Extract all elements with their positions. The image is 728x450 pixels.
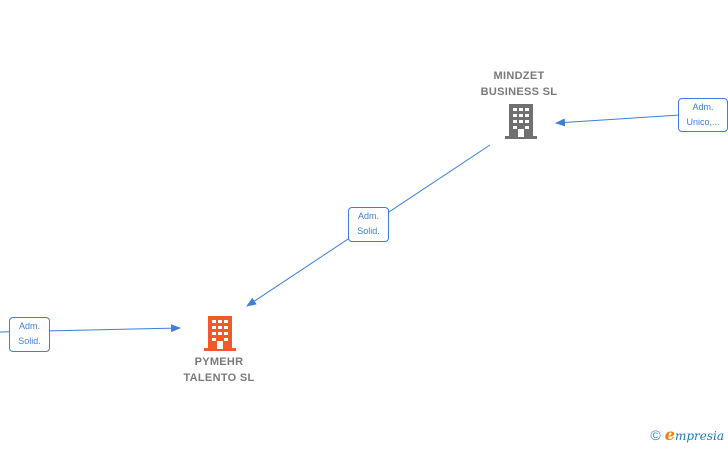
edge-label-left[interactable]: Adm. Solid. — [9, 317, 50, 352]
edge-label-line2: Unico,... — [686, 117, 720, 127]
building-icon[interactable] — [505, 104, 537, 140]
company-label-pymehr[interactable]: PYMEHR TALENTO SL — [160, 354, 278, 386]
company-name-line2: BUSINESS SL — [480, 86, 558, 98]
company-label-mindzet[interactable]: MINDZET BUSINESS SL — [460, 68, 578, 100]
brand-name: mpresia — [674, 429, 724, 443]
edge-label-line1: Adm. — [357, 211, 379, 221]
edge-label-line2: Solid. — [357, 226, 380, 236]
company-name-line1: PYMEHR — [194, 356, 244, 368]
edge-label-line2: Solid. — [18, 336, 41, 346]
edge-label-line1: Adm. — [692, 102, 714, 112]
brand-initial: e — [664, 425, 675, 444]
building-icon[interactable] — [204, 316, 236, 352]
company-name-line2: TALENTO SL — [183, 372, 255, 384]
edge-label-right[interactable]: Adm. Unico,... — [678, 98, 728, 132]
edge-label-line1: Adm. — [18, 321, 40, 331]
empresia-logo: ©empresia — [650, 425, 724, 444]
company-name-line1: MINDZET — [493, 70, 545, 82]
edge-line-right — [555, 114, 681, 127]
copyright-symbol: © — [650, 427, 661, 443]
edge-label-center[interactable]: Adm. Solid. — [348, 207, 389, 242]
